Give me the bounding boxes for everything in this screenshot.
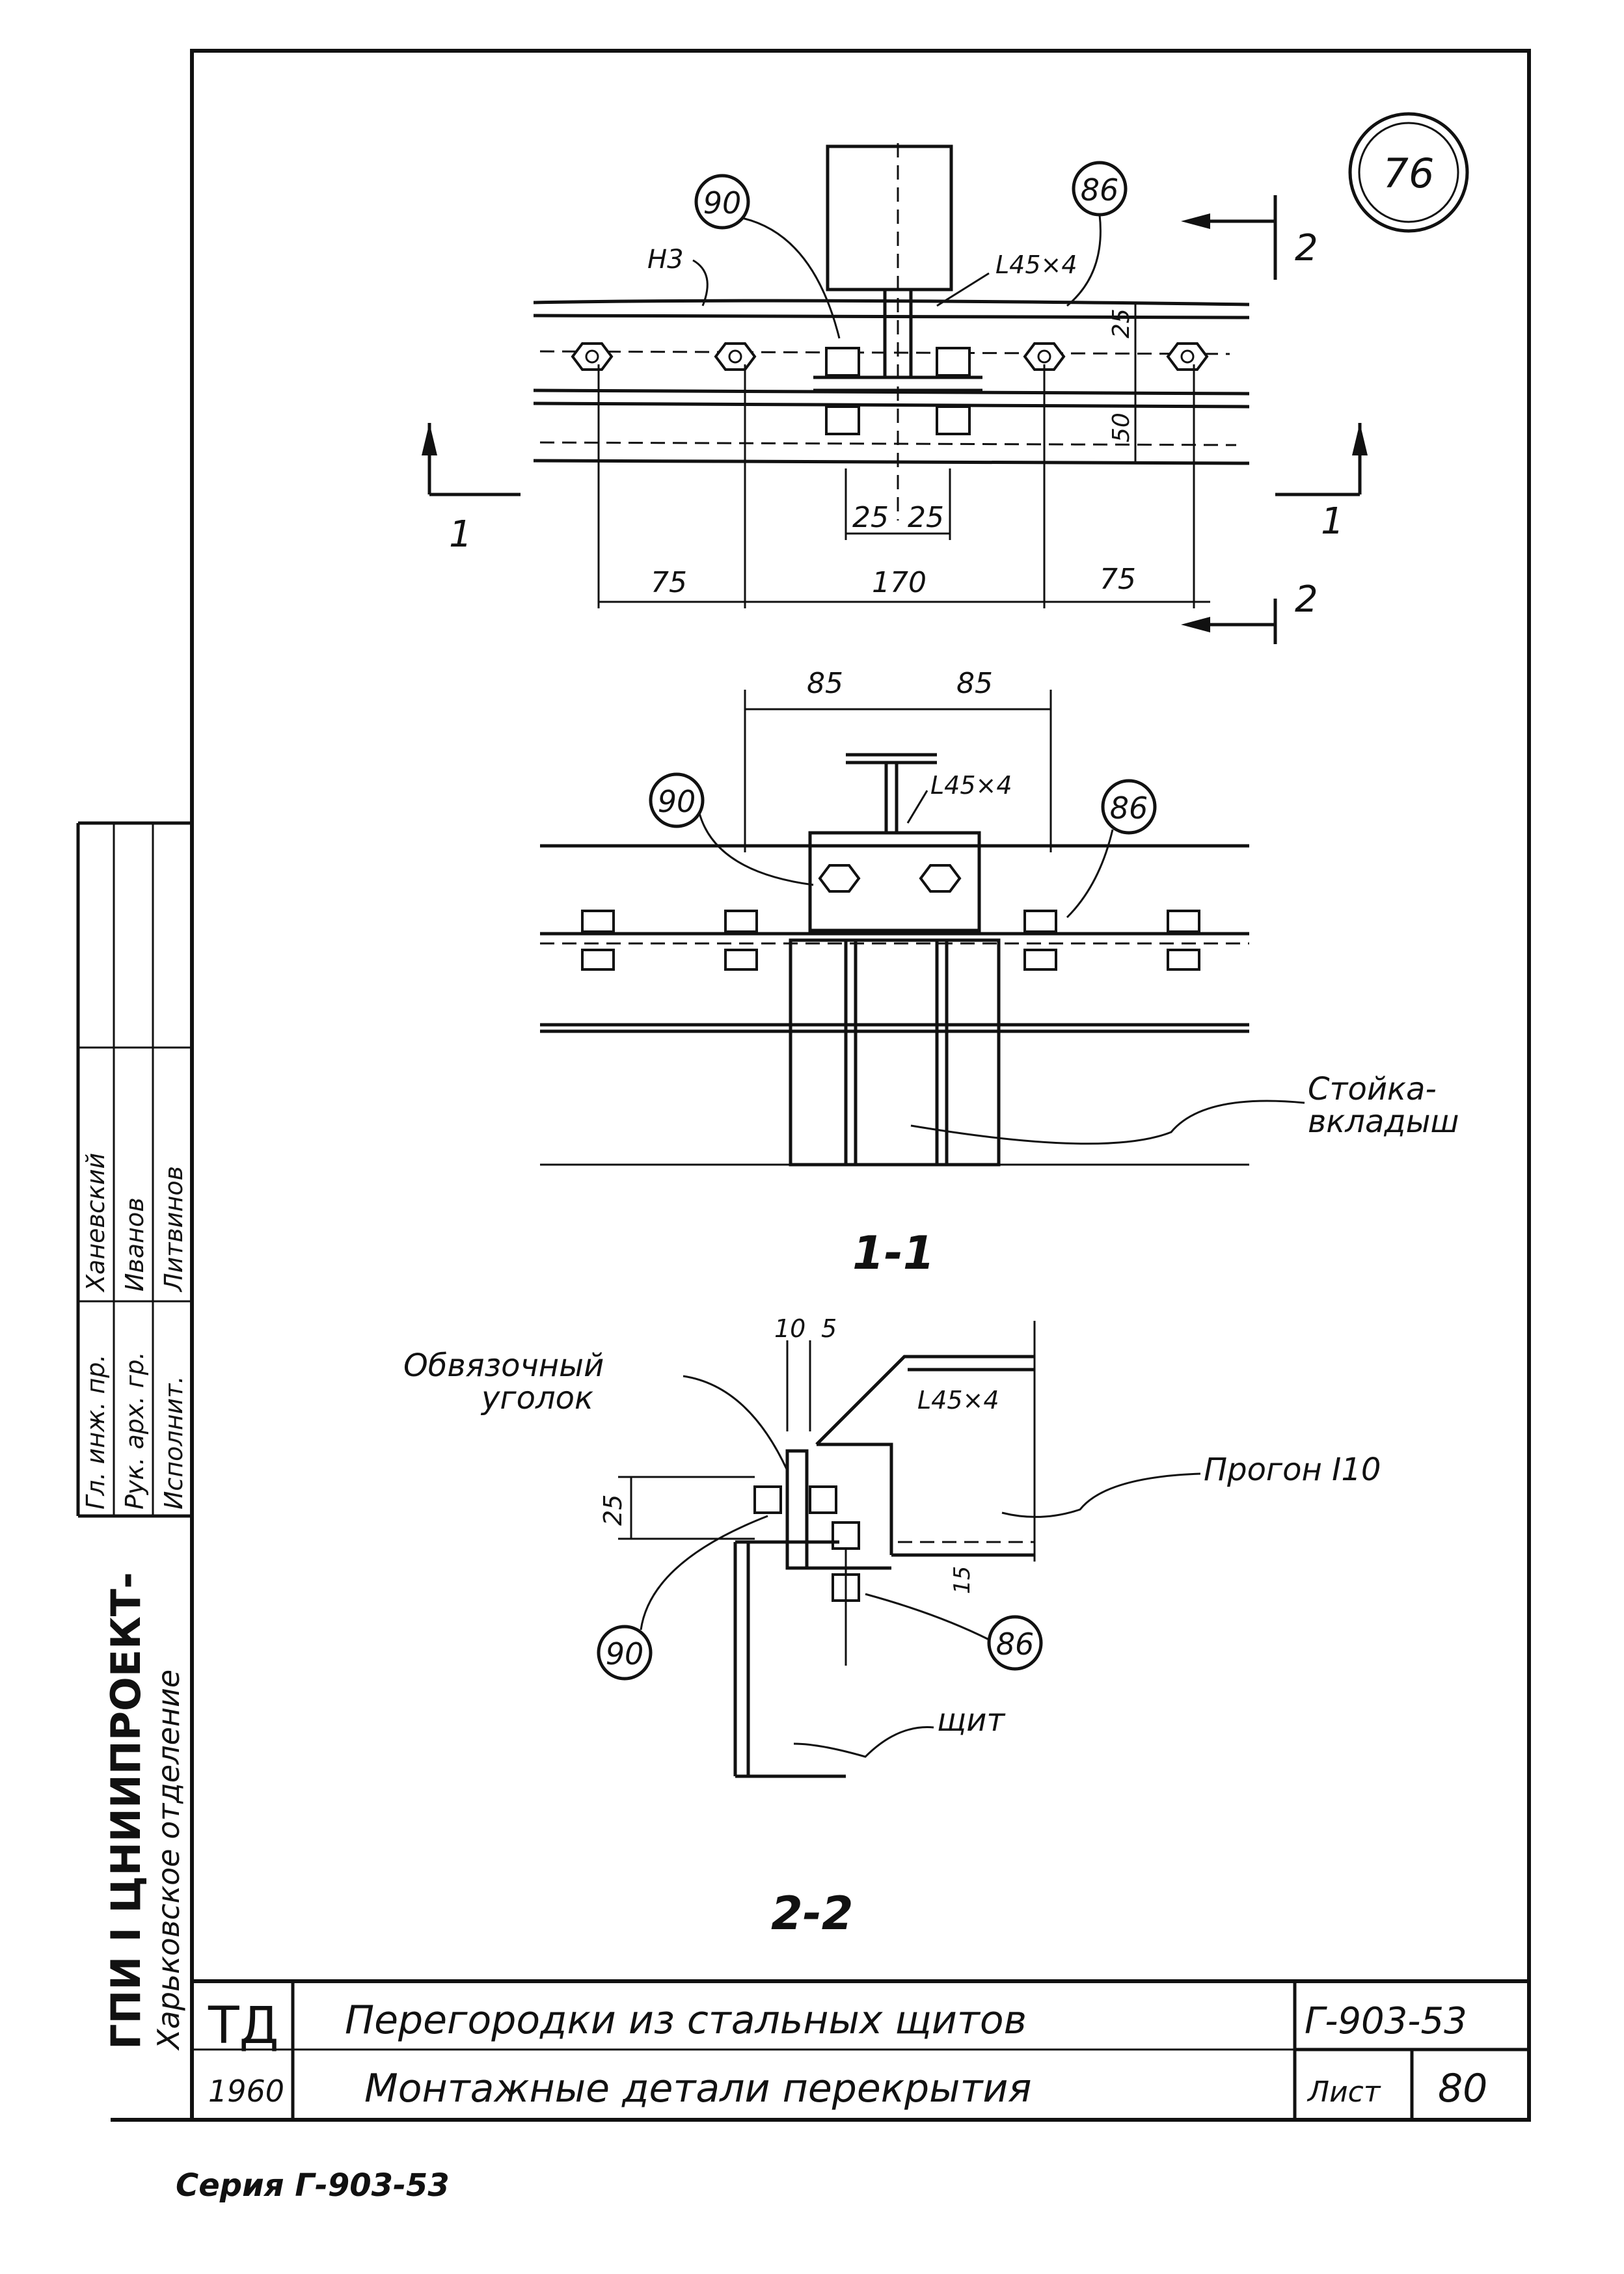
plan-view: 90 86 Н3 L45×4 25 50 1 1 2 — [422, 143, 1368, 644]
side-stamp: Гл. инж. пр. Рук. арх. гр. Исполнит. Хан… — [76, 821, 192, 2051]
s1-callout-86 — [1101, 779, 1157, 835]
plan-dim-25a: 25 — [852, 501, 889, 534]
s1-dim-85-left: 85 — [807, 667, 843, 700]
s1-ibeam — [846, 753, 937, 833]
s1-note-line2: вкладыш — [1308, 1103, 1459, 1140]
s2-dim-15: 15 — [949, 1566, 975, 1594]
s2-title: 2-2 — [771, 1887, 853, 1940]
s1-note-line1: Стойка- — [1308, 1071, 1437, 1107]
stamp-org-line2: Харьковское отделение — [151, 1670, 186, 2051]
section-2-label-top: 2 — [1295, 227, 1318, 269]
title-block: ТД 1960 Перегородки из стальных щитов Мо… — [192, 1981, 1529, 2120]
s1-callout-86-text: 86 — [1110, 791, 1148, 826]
plan-callout-90-text: 90 — [703, 185, 742, 221]
section-1-marker-left: 1 — [422, 423, 521, 556]
s2-note-binding-leader — [683, 1375, 789, 1471]
s1-callout-90 — [649, 772, 705, 828]
plan-dim-170: 170 — [872, 566, 927, 599]
rail-bottom — [533, 459, 1250, 465]
sheet-number: 76 — [1383, 150, 1435, 197]
sheet-number-stamp: 76 — [1348, 112, 1469, 233]
section-2-marker-top: 2 — [1181, 195, 1318, 280]
stamp-role-1: Гл. инж. пр. — [81, 1354, 110, 1509]
s1-title: 1-1 — [852, 1226, 934, 1280]
s2-dim-10: 10 — [774, 1314, 805, 1343]
stamp-role-2: Рук. арх. гр. — [120, 1351, 149, 1509]
tb-code: ТД — [208, 1997, 279, 2055]
center-tee — [813, 290, 982, 392]
s1-plate — [808, 831, 981, 932]
stamp-name-3: Литвинов — [159, 1166, 188, 1293]
s1-bolts — [581, 864, 1200, 971]
s1-leader-86 — [1066, 829, 1114, 919]
s2-shield-leader — [793, 1726, 934, 1758]
s1-angle-label: L45×4 — [930, 771, 1012, 800]
s1-callout-90-text: 90 — [658, 784, 696, 819]
post-top — [826, 144, 953, 291]
tb-sheet-label: Лист — [1306, 2076, 1381, 2109]
s2-callout-86-text: 86 — [996, 1627, 1035, 1662]
tb-title-line1: Перегородки из стальных щитов — [345, 1997, 1027, 2043]
s2-callout-90 — [597, 1625, 653, 1681]
plan-dim-25b: 25 — [908, 501, 944, 534]
section-1-label-left: 1 — [449, 513, 472, 556]
section-2-2-view: 10 5 Обвязочный уголок L45×4 Прогон I10 … — [403, 1314, 1381, 1940]
plan-angle-leader — [936, 272, 990, 307]
plan-angle-label: L45×4 — [995, 250, 1077, 279]
s2-dim-25: 25 — [599, 1495, 627, 1526]
s2-callout-86 — [987, 1615, 1043, 1671]
tb-title-line2: Монтажные детали перекрытия — [364, 2066, 1031, 2111]
s2-angle-label: L45×4 — [917, 1386, 999, 1414]
s1-leader-90 — [698, 813, 814, 886]
plan-dim-75-right: 75 — [1100, 563, 1136, 596]
plan-callout-90 — [694, 174, 750, 230]
section-2-marker-bottom: 2 — [1181, 578, 1318, 644]
s2-leader-90 — [640, 1515, 768, 1631]
s2-callout-90-text: 90 — [606, 1636, 644, 1672]
s1-note-leader — [910, 1100, 1305, 1145]
stamp-org-line1: ГПИ I ЦНИИПРОЕКТ- — [102, 1572, 150, 2050]
plan-leader-90 — [741, 217, 841, 339]
plan-leader-h3 — [692, 259, 709, 306]
plan-dim-50: 50 — [1108, 413, 1135, 442]
plan-callout-86-text: 86 — [1081, 172, 1119, 208]
s2-shield — [733, 1542, 846, 1778]
s2-leader-86 — [865, 1593, 990, 1641]
s1-dim-85-right: 85 — [956, 667, 993, 700]
upper-rail — [533, 299, 1250, 319]
s2-purlin: Прогон I10 — [1204, 1452, 1381, 1488]
plan-bolts — [571, 342, 1209, 435]
tb-year: 1960 — [208, 2074, 284, 2109]
s2-note-binding-1: Обвязочный — [403, 1347, 604, 1384]
section-1-marker-right: 1 — [1275, 423, 1368, 543]
section-1-label-right: 1 — [1321, 500, 1344, 543]
lower-rail — [533, 388, 1250, 409]
plan-dim-25-top: 25 — [1108, 308, 1135, 338]
plan-dim-75-left: 75 — [651, 566, 687, 599]
s2-note-binding-2: уголок — [480, 1380, 593, 1416]
tb-series-code: Г-903-53 — [1305, 2000, 1467, 2042]
s2-purlin-leader — [1001, 1472, 1201, 1518]
tb-sheet-no: 80 — [1438, 2066, 1487, 2111]
section-2-label-bottom: 2 — [1295, 578, 1318, 621]
rail-hidden — [539, 441, 1237, 446]
section-1-1-view: 85 85 L45×4 9 — [540, 667, 1459, 1280]
s2-shield-label: щит — [937, 1702, 1006, 1739]
s2-binding-angle — [785, 1449, 809, 1570]
s2-dim-5: 5 — [821, 1314, 837, 1343]
plan-leader-86 — [1066, 214, 1102, 307]
stamp-role-3: Исполнит. — [159, 1376, 188, 1509]
stamp-name-2: Иванов — [120, 1197, 149, 1292]
plan-label-h3: Н3 — [647, 245, 684, 275]
footer-series: Серия Г-903-53 — [176, 2167, 450, 2204]
stamp-name-1: Ханевский — [81, 1153, 110, 1293]
s1-post — [789, 938, 1001, 1167]
